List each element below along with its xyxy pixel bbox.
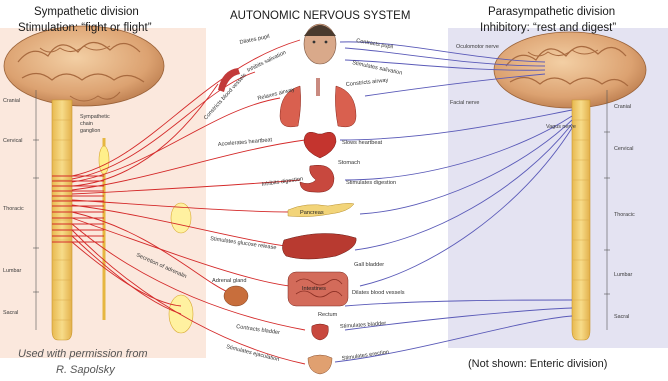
label-contracts-bladder: Contracts bladder [236, 324, 281, 336]
label-stimulates-ejaculation: Stimulates ejaculation [226, 344, 280, 363]
chain-ganglion-label-2: chain [80, 121, 93, 127]
right-header-line2: Inhibitory: “rest and digest” [480, 22, 616, 34]
right-sacral-label: Sacral [614, 314, 629, 320]
right-thoracic-label: Thoracic [614, 212, 635, 218]
right-lumbar-label: Lumbar [614, 272, 632, 278]
label-pancreas: Pancreas [300, 210, 324, 216]
label-stomach: Stomach [338, 160, 360, 166]
lungs-icon [280, 78, 356, 127]
left-thoracic-label: Thoracic [3, 206, 24, 212]
facial-nerve-label: Facial nerve [450, 100, 479, 106]
vagus-nerve-label: Vagus nerve [546, 124, 576, 130]
right-header-line1: Parasympathetic division [488, 6, 615, 18]
label-stimulates-erection: Stimulates erection [341, 349, 389, 362]
label-intestines: Intestines [302, 286, 326, 292]
left-sacral-label: Sacral [3, 310, 18, 316]
label-constricts-airway: Constricts airway [346, 78, 389, 88]
heart-icon [304, 132, 336, 158]
sympathetic-brain-icon [4, 26, 164, 106]
label-adrenal-gland: Adrenal gland [212, 278, 247, 284]
label-dilates-pupil: Dilates pupil [239, 34, 270, 46]
left-cranial-label: Cranial [3, 98, 20, 104]
chain-ganglion-label-1: Sympathetic [80, 114, 110, 120]
label-rectum: Rectum [318, 312, 338, 318]
page-title: AUTONOMIC NERVOUS SYSTEM [230, 10, 410, 22]
face-icon [304, 24, 336, 64]
footnote: (Not shown: Enteric division) [468, 358, 607, 370]
label-stimulates-salivation: Stimulates salivation [352, 60, 403, 76]
left-header-line1: Sympathetic division [34, 6, 139, 18]
label-stimulates-bladder: Stimulates bladder [340, 321, 387, 330]
left-cervical-label: Cervical [3, 138, 22, 144]
chain-ganglion-label-3: ganglion [80, 128, 100, 134]
adrenal-gland-icon [224, 286, 248, 306]
right-cervical-label: Cervical [614, 146, 633, 152]
label-inhibits-digestion: Inhibits digestion [261, 176, 303, 188]
bladder-icon [312, 324, 329, 340]
label-stimulates-digestion: Stimulates digestion [346, 180, 396, 186]
stomach-icon [300, 165, 334, 192]
label-dilates-blood-vessels: Dilates blood vessels [352, 290, 405, 296]
left-header-line2: Stimulation: “fight or flight” [18, 22, 152, 34]
label-contracts-pupil: Contracts pupil [356, 38, 394, 50]
label-accelerates-heartbeat: Accelerates heartbeat [218, 137, 273, 148]
label-gall-bladder: Gall bladder [354, 262, 384, 268]
label-slows-heartbeat: Slows heartbeat [342, 140, 383, 146]
credit-line2: R. Sapolsky [56, 364, 115, 376]
oculomotor-label: Oculomotor nerve [456, 44, 499, 50]
credit-line1: Used with permission from [18, 348, 148, 360]
genitals-icon [308, 355, 332, 374]
left-lumbar-label: Lumbar [3, 268, 21, 274]
liver-icon [282, 233, 356, 259]
right-cranial-label: Cranial [614, 104, 631, 110]
